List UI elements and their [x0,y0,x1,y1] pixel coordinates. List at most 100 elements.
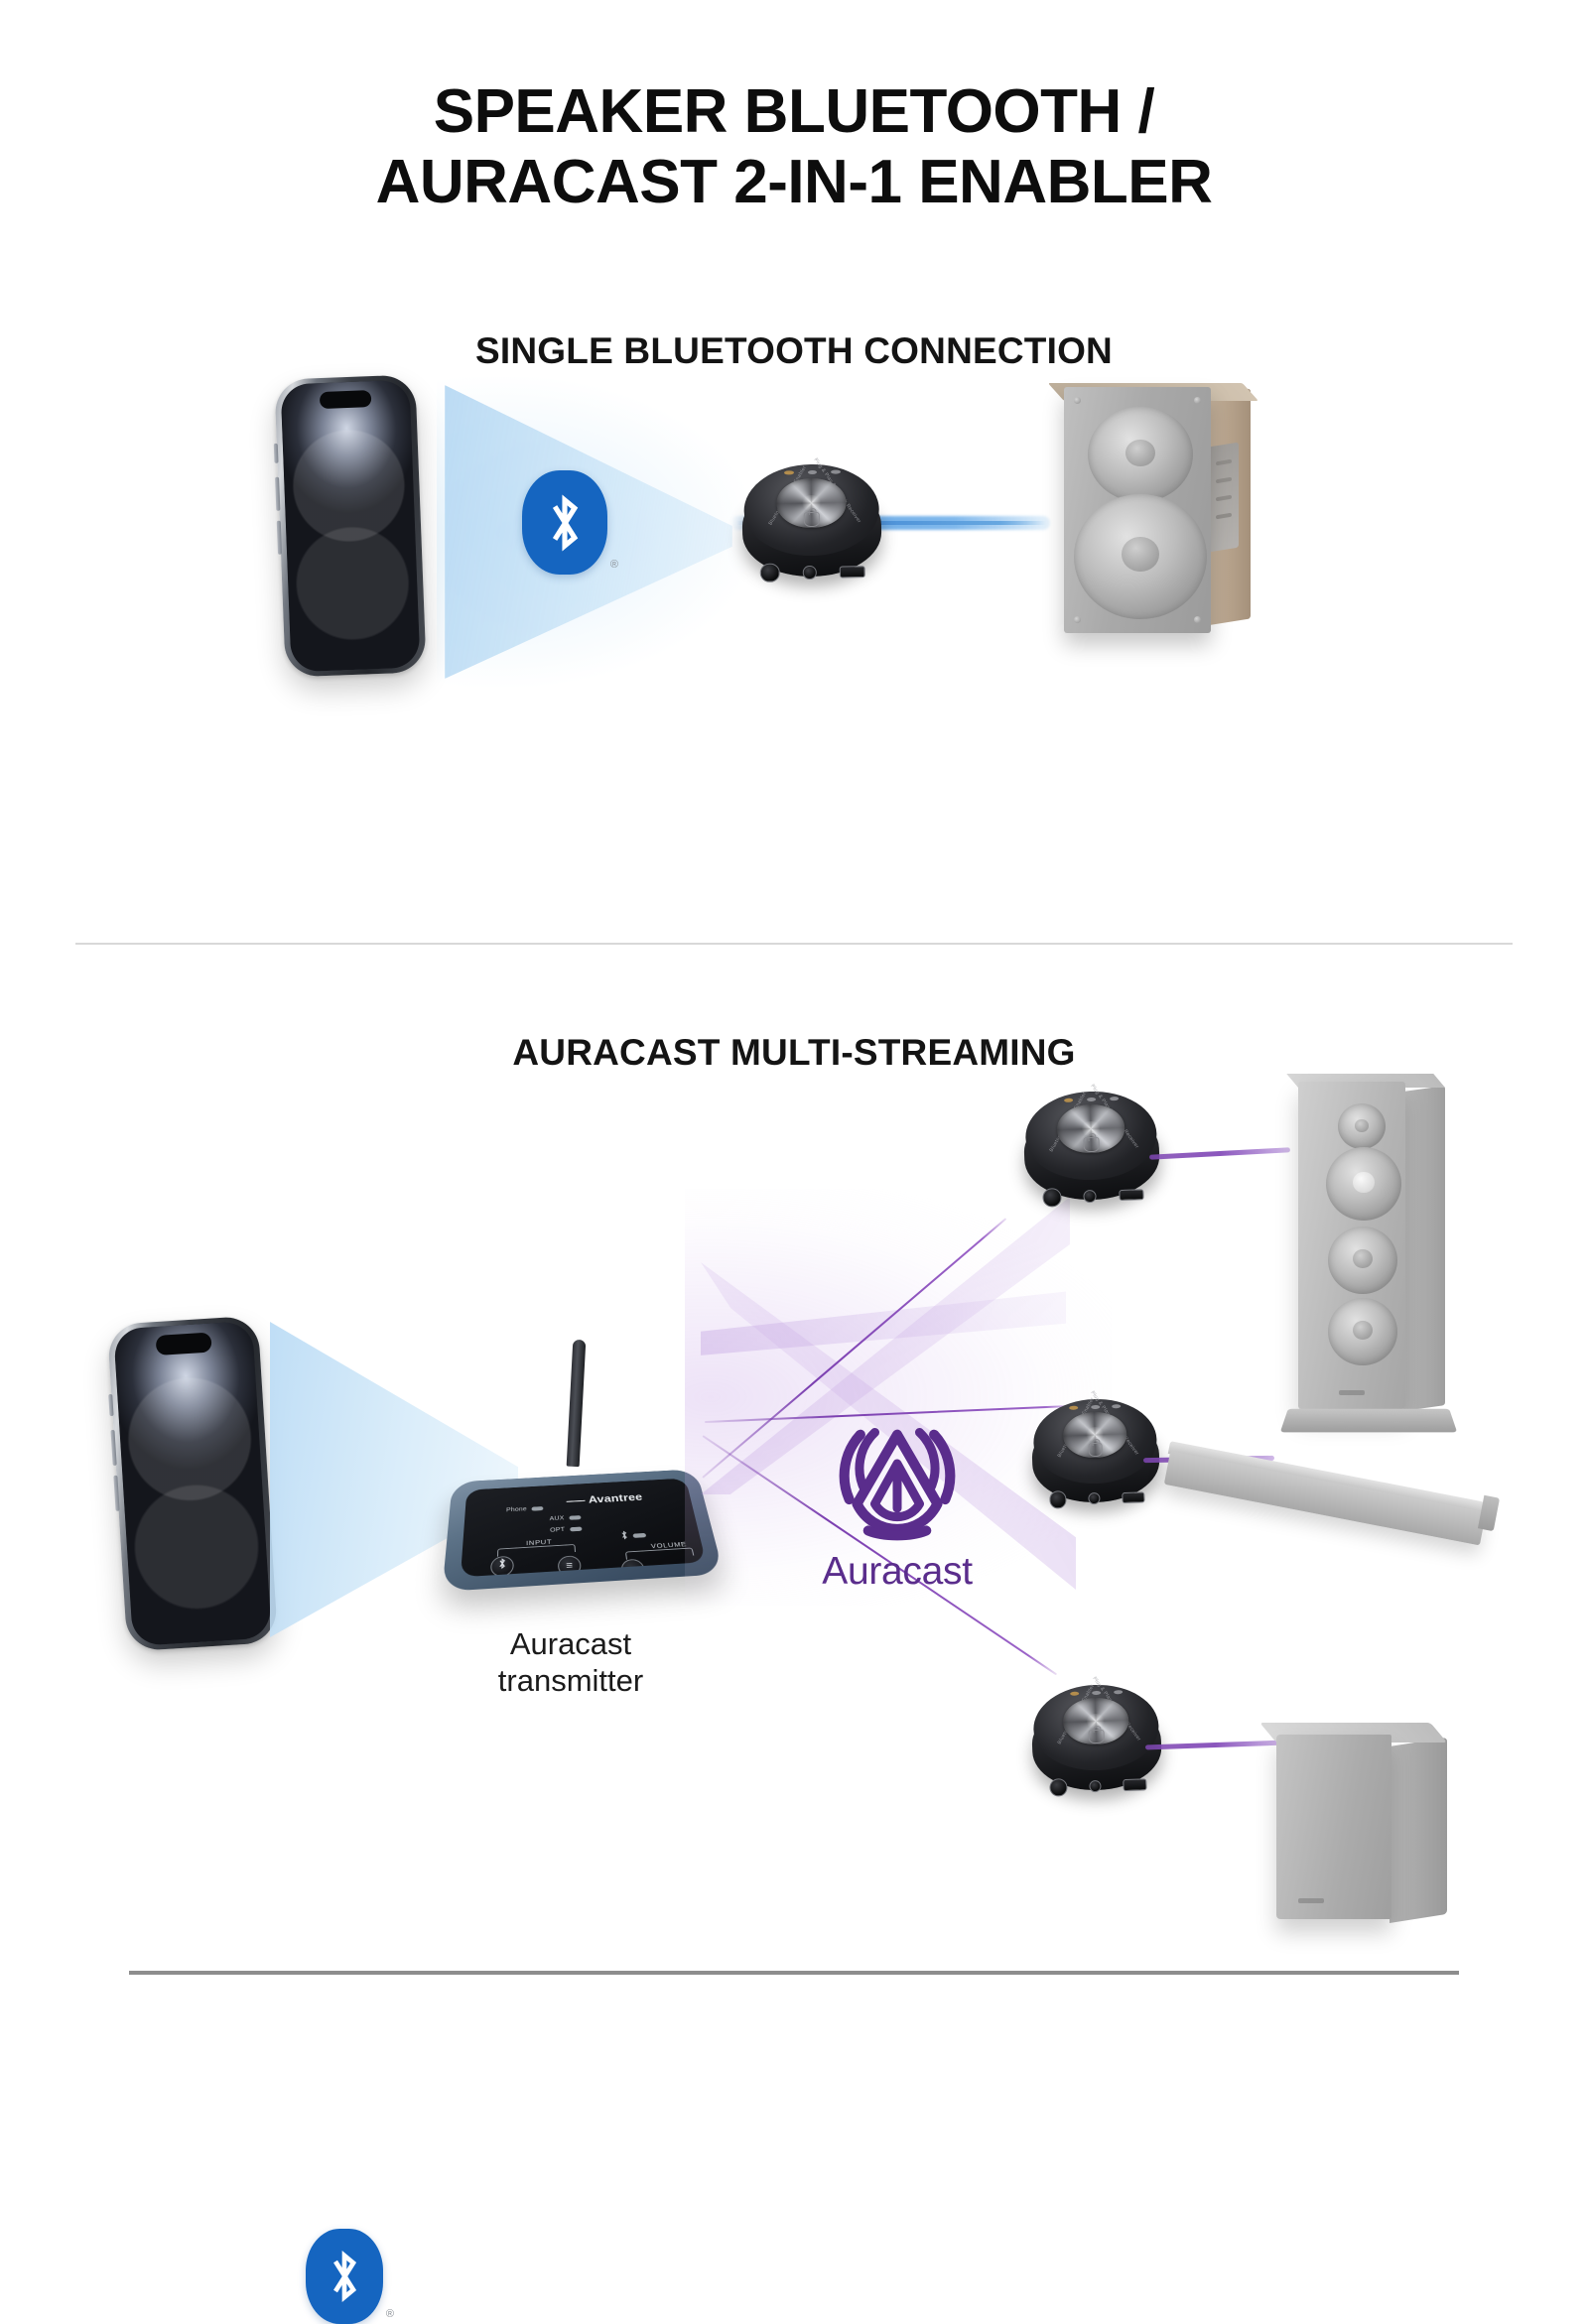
tower-tweeter-driver [1338,1103,1386,1149]
usb-c-power-port [839,565,865,579]
touch-hand-icon [1088,1442,1104,1458]
led-indicator-aux: AUX [550,1514,582,1522]
puck-led-power [1069,1691,1080,1696]
aux-35mm-port [1088,1491,1101,1505]
usb-c-power-port [1123,1778,1147,1791]
touch-hand-icon [803,511,821,527]
section-single-bluetooth: ® Bluetooth Receiver Enabler Plug & Play… [0,374,1588,933]
tower-woofer-driver-lower [1328,1298,1397,1365]
baffle-screw [1194,616,1201,623]
led-label-opt: OPT [550,1526,566,1534]
puck-led-input [1112,1403,1122,1408]
subwoofer [1259,1707,1467,1935]
volume-down-button[interactable]: − [619,1558,646,1578]
transmitter-caption-line-1: Auracast [509,1626,632,1661]
bluetooth-icon: ® [522,470,618,575]
soundbar [1163,1431,1501,1546]
bluetooth-icon [498,1560,507,1573]
bluetooth-receiver-puck: Bluetooth Receiver Enabler Plug & Play B… [741,457,882,592]
puck-port-row [1038,1482,1156,1516]
transmitter-antenna [566,1339,587,1468]
tower-base-plinth [1279,1408,1458,1433]
smartphone-source-device [106,1315,279,1652]
phone-mute-switch [273,443,279,463]
baffle-screw [1074,616,1081,623]
puck-led-indicators [1063,1095,1120,1103]
transmitter-top-panel: ⸺ Avantree Phone AUX OPT [460,1478,707,1578]
led-indicator-opt: OPT [550,1526,583,1534]
avantree-mark-icon: ⸺ [565,1494,587,1506]
tower-speaker [1278,1070,1467,1457]
rca-out-port [1048,1490,1068,1509]
phone-dynamic-island [155,1332,212,1356]
bookshelf-speaker [1047,383,1258,639]
speaker-rear-terminal-panel [1209,442,1239,553]
auracast-brand-lockup: Auracast [782,1419,1012,1608]
tower-woofer-driver-upper [1328,1227,1397,1294]
page-title: SPEAKER BLUETOOTH / AURACAST 2-IN-1 ENAB… [0,77,1588,217]
page-title-line-2: AURACAST 2-IN-1 ENABLER [375,147,1213,216]
subwoofer-front-face [1276,1735,1391,1919]
phone-mute-switch [108,1393,114,1417]
phone-screen [280,379,421,673]
bluetooth-icon: ® [306,2229,394,2324]
phone-volume-down-button [276,520,283,555]
puck-led-indicators [783,468,841,476]
rca-out-port [1049,1778,1068,1797]
bluetooth-receiver-puck: Bluetooth Receiver Enabler Plug & Play B… [1030,1390,1161,1518]
phone-volume-up-button [275,476,281,511]
phone-volume-down-button [113,1475,120,1511]
bluetooth-connection-line-core [736,521,1046,525]
auracast-transmitter: ⸺ Avantree Phone AUX OPT [442,1339,725,1598]
aux-icon: ≡ [565,1560,574,1572]
subwoofer-brand-badge [1298,1898,1324,1903]
aux-35mm-port [1083,1189,1098,1204]
puck-led-input [1113,1689,1123,1695]
puck-port-row [748,555,876,590]
input-group-bracket [496,1544,577,1557]
puck-led-indicators [1069,1402,1122,1411]
led-dot [531,1506,544,1511]
page-title-line-1: SPEAKER BLUETOOTH / [433,77,1155,146]
puck-led-input [1109,1096,1120,1101]
subwoofer-side-panel [1390,1737,1447,1923]
tower-brand-badge [1339,1390,1365,1395]
aux-35mm-port [1088,1779,1102,1793]
bluetooth-receiver-puck: Bluetooth Receiver Enabler Plug & Play B… [1030,1676,1163,1806]
tower-midrange-driver [1326,1147,1401,1221]
pair-phone-button[interactable] [489,1555,514,1578]
smartphone-source-device [273,374,427,678]
speaker-woofer-driver [1074,494,1207,619]
touch-hand-icon [1088,1729,1105,1744]
usb-c-power-port [1121,1491,1145,1503]
led-dot [632,1532,647,1538]
rca-out-port [1042,1188,1062,1208]
registered-mark: ® [385,2308,394,2320]
puck-led-power [783,470,794,475]
puck-led-pair [807,470,818,475]
registered-mark: ® [609,559,618,571]
baffle-screw [1194,397,1201,404]
phone-screen [113,1320,272,1647]
phone-volume-up-button [110,1429,117,1467]
baffle-screw [1074,397,1081,404]
puck-led-pair [1086,1097,1097,1102]
tower-side-panel [1403,1086,1445,1411]
bluetooth-receiver-puck: Bluetooth Receiver Enabler Plug & Play B… [1022,1084,1161,1218]
led-dot [569,1515,582,1520]
volume-group-bracket [624,1547,695,1560]
connection-line-subwoofer [1144,1740,1285,1750]
puck-led-input [831,469,841,475]
auracast-icon [830,1419,965,1544]
aux-opt-button[interactable]: ≡ [557,1555,583,1577]
section-auracast-multistreaming: ® ⸺ Avantree Phone AUX [0,1070,1588,2324]
led-dot [570,1526,583,1532]
puck-port-row [1030,1178,1155,1215]
infographic-canvas: SPEAKER BLUETOOTH / AURACAST 2-IN-1 ENAB… [0,0,1588,1985]
led-indicator-phone: Phone [506,1505,544,1513]
section-heading-auracast: AURACAST MULTI-STREAMING [512,1032,1076,1073]
led-label-phone: Phone [506,1506,527,1513]
section-heading-single-bluetooth: SINGLE BLUETOOTH CONNECTION [475,330,1113,371]
puck-port-row [1038,1768,1158,1803]
connection-line-tower-speaker [1148,1147,1291,1160]
